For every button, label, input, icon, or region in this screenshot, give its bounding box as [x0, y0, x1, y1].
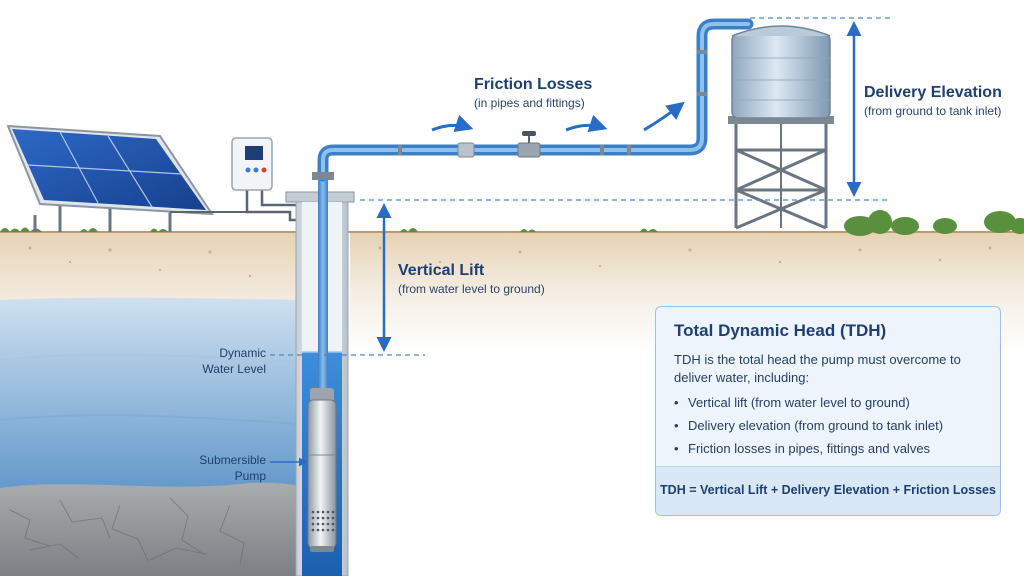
grass — [0, 210, 1024, 236]
bullet: • — [674, 395, 679, 410]
submersible-pump-line2: Pump — [234, 469, 266, 483]
reference-lines — [270, 17, 890, 356]
tdh-list-item: • Delivery elevation (from ground to tank… — [674, 414, 943, 437]
delivery-pipe — [312, 18, 754, 182]
tdh-item-text: Friction losses in pipes, fittings and v… — [688, 441, 931, 456]
submersible-pump-line1: Submersible — [199, 453, 266, 467]
submersible-pump-label: Submersible Pump — [166, 452, 266, 484]
tdh-formula-bar: TDH = Vertical Lift + Delivery Elevation… — [656, 466, 1000, 515]
ground-strata — [0, 231, 1024, 576]
flow-arrow-3 — [643, 101, 685, 132]
tdh-list-item: • Friction losses in pipes, fittings and … — [674, 437, 943, 460]
dynamic-water-level-label: Dynamic Water Level — [166, 345, 266, 377]
bullet: • — [674, 441, 679, 456]
tdh-formula: TDH = Vertical Lift + Delivery Elevation… — [660, 483, 996, 497]
vertical-lift-subtitle: (from water level to ground) — [398, 282, 545, 296]
flow-arrow-2 — [565, 114, 608, 132]
tdh-list: • Vertical lift (from water level to grou… — [674, 391, 943, 460]
friction-losses-title: Friction Losses — [474, 76, 593, 93]
delivery-elevation-title: Delivery Elevation — [864, 84, 1002, 101]
friction-losses-subtitle: (in pipes and fittings) — [474, 96, 585, 110]
tdh-item-text: Delivery elevation (from ground to tank … — [688, 418, 944, 433]
tdh-info-box: Total Dynamic Head (TDH) TDH is the tota… — [655, 306, 1001, 516]
dynamic-water-level-line1: Dynamic — [219, 346, 266, 360]
submersible-pump-body — [307, 170, 337, 552]
delivery-elevation-subtitle: (from ground to tank inlet) — [864, 104, 1002, 118]
solar-panel-array — [6, 124, 260, 232]
dimension-arrows — [376, 21, 862, 352]
flow-arrow-1 — [431, 114, 474, 132]
tdh-list-item: • Vertical lift (from water level to grou… — [674, 391, 943, 414]
tdh-item-text: Vertical lift (from water level to groun… — [688, 395, 910, 410]
bullet: • — [674, 418, 679, 433]
pump-controller — [231, 137, 312, 222]
dynamic-water-level-line2: Water Level — [202, 362, 266, 376]
tdh-title: Total Dynamic Head (TDH) — [674, 321, 887, 340]
vertical-lift-title: Vertical Lift — [398, 262, 485, 279]
water-tank-tower — [728, 25, 834, 230]
flow-arrows — [431, 101, 685, 132]
tdh-intro: TDH is the total head the pump must over… — [674, 352, 961, 385]
